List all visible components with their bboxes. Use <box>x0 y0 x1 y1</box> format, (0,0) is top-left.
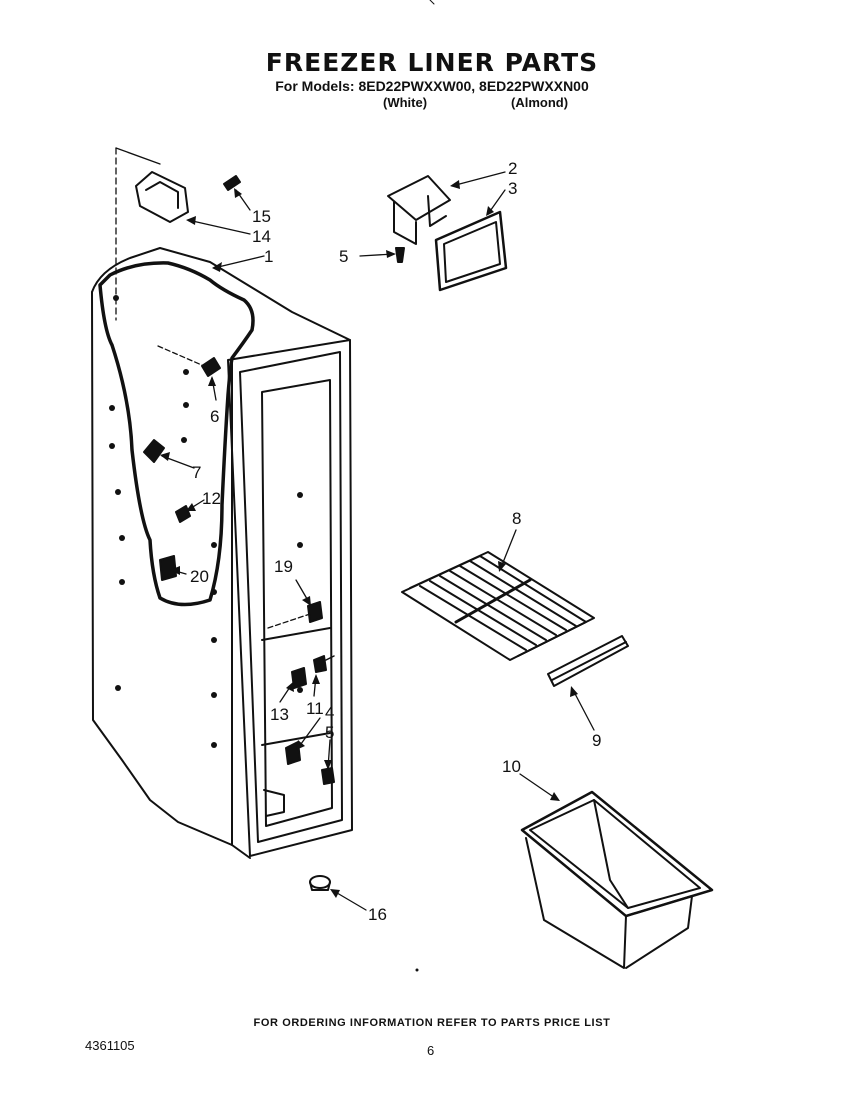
ordering-note: FOR ORDERING INFORMATION REFER TO PARTS … <box>253 1017 611 1029</box>
clip-part-6 <box>157 345 221 377</box>
hinge-bracket-part-14 <box>135 171 189 223</box>
callout-5-lower: 5 <box>325 723 334 742</box>
callout-7: 7 <box>192 463 201 482</box>
callout-8: 8 <box>512 509 521 528</box>
leader-lines <box>161 171 595 911</box>
page-number: 6 <box>427 1043 435 1058</box>
screw-part-5-top <box>395 247 405 263</box>
callout-2: 2 <box>508 159 517 178</box>
callout-1: 1 <box>264 247 273 266</box>
shelf-rail-part-9 <box>547 635 629 687</box>
callout-19: 19 <box>274 557 293 576</box>
arrow-heads <box>160 180 578 898</box>
models-line: For Models: 8ED22PWXXW00, 8ED22PWXXN00 <box>275 78 589 94</box>
callout-6: 6 <box>210 407 219 426</box>
callout-10: 10 <box>502 757 521 776</box>
clip-part-19 <box>267 601 323 629</box>
callout-15: 15 <box>252 207 271 226</box>
clip-part-12 <box>175 505 191 523</box>
callout-3: 3 <box>508 179 517 198</box>
storage-bin-part-10 <box>520 790 714 969</box>
callout-11: 11 <box>306 699 324 718</box>
wire-shelf-part-8 <box>401 551 595 661</box>
callout-9: 9 <box>592 731 601 750</box>
page-title: FREEZER LINER PARTS <box>265 48 599 77</box>
callout-12: 12 <box>202 489 221 508</box>
variant-almond: (Almond) <box>511 95 569 110</box>
freezer-liner <box>91 147 353 859</box>
document-part-number: 4361105 <box>85 1038 135 1053</box>
clip-part-7 <box>143 439 165 463</box>
callout-20: 20 <box>190 567 209 586</box>
cover-part-3 <box>434 210 508 292</box>
bracket-part-2 <box>387 175 451 245</box>
variant-white: (White) <box>383 95 428 110</box>
clips-parts-11-13 <box>291 655 335 689</box>
plug-part-16 <box>309 875 331 891</box>
callout-16: 16 <box>368 905 387 924</box>
callout-labels: 1 2 3 4 5 5 6 7 8 9 10 11 12 13 14 15 16… <box>190 159 601 924</box>
callout-4: 4 <box>325 703 334 722</box>
callout-14: 14 <box>252 227 271 246</box>
callout-13: 13 <box>270 705 289 724</box>
clip-part-20 <box>159 555 177 581</box>
screw-part-15 <box>223 175 241 191</box>
callout-5-top: 5 <box>339 247 348 266</box>
